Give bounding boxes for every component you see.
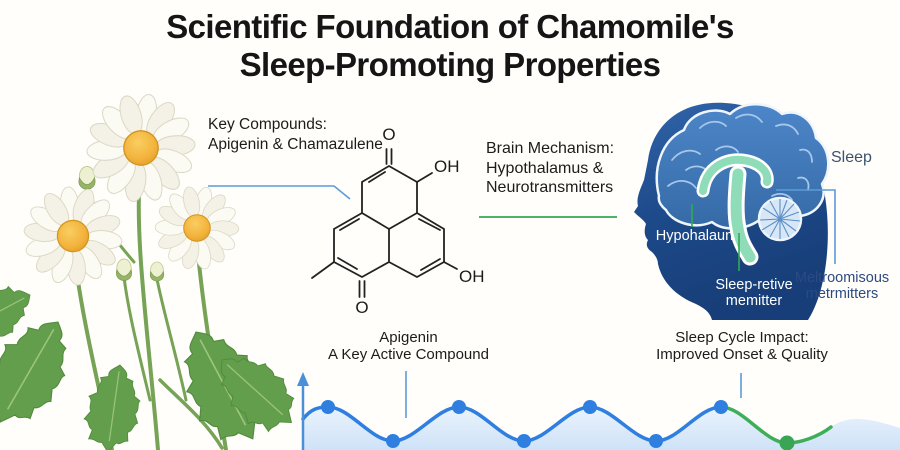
key-compounds-line1: Key Compounds: — [208, 116, 327, 133]
wave-dot — [714, 400, 728, 414]
wave-dot — [649, 434, 663, 448]
melatonin-connector-line — [776, 189, 836, 264]
melatonin-label-line2: metrmitters — [805, 286, 879, 302]
wave-dots-blue — [321, 400, 728, 448]
hypothalamus-label: Hypohalaun — [655, 228, 734, 244]
brain-mechanism-line2: Hypothalamus & — [486, 159, 604, 177]
brain-fold-lines — [667, 113, 813, 201]
connector-lines — [208, 185, 742, 418]
key-compounds-connector-line — [208, 185, 351, 200]
key-compounds-line2: Apigenin & Chamazulene — [208, 135, 383, 153]
melatonin-label-line1: Meltroomisous — [794, 270, 890, 286]
molecule-oh-bottom-label: OH — [459, 267, 485, 286]
page-title-line2: Sleep-Promoting Properties — [239, 46, 661, 83]
page-title: Scientific Foundation of Chamomile's Sle… — [0, 8, 900, 84]
brain-cerebellum — [757, 196, 803, 242]
sleep-label: Sleep — [831, 149, 872, 166]
wave-dot — [452, 400, 466, 414]
sleep-cycle-caption-line1: Sleep Cycle Impact: — [675, 329, 809, 346]
wave-dot — [517, 434, 531, 448]
wave-dot — [321, 400, 335, 414]
brain-stem — [727, 165, 759, 266]
brain-corpus-callosum — [696, 153, 774, 198]
chamomile-plant-illustration — [0, 85, 311, 450]
wave-dot — [583, 400, 597, 414]
molecule-o-top-label: O — [382, 125, 396, 144]
melatonin-label: Meltroomisous metrmitters — [787, 270, 897, 302]
molecule-structure — [311, 148, 458, 298]
wave-dot-green — [779, 435, 795, 450]
neurotransmitter-label: Sleep-retive memitter — [704, 277, 804, 309]
page-title-line1: Scientific Foundation of Chamomile's — [166, 8, 734, 45]
key-compounds-label: Key Compounds: Apigenin & Chamazulene — [208, 115, 383, 154]
daisy-flower — [17, 181, 129, 291]
sleep-cycle-caption-line2: Improved Onset & Quality — [656, 345, 828, 363]
sleep-cycle-caption: Sleep Cycle Impact: Improved Onset & Qua… — [637, 329, 847, 363]
sleep-wave-chart — [297, 372, 900, 450]
molecule-o-bottom-label: O — [355, 298, 369, 317]
wave-fill-area — [303, 407, 900, 450]
brain-mechanism-label: Brain Mechanism: Hypothalamus & Neurotra… — [486, 139, 614, 198]
apigenin-caption-line1: Apigenin — [379, 329, 438, 346]
apigenin-caption: Apigenin A Key Active Compound — [306, 329, 511, 363]
neurotransmitter-label-line2: memitter — [725, 293, 783, 309]
wave-dot — [386, 434, 400, 448]
head-illustration — [634, 102, 836, 320]
neurotransmitter-label-line1: Sleep-retive — [715, 277, 793, 293]
brain-mechanism-line3: Neurotransmitters — [486, 179, 614, 196]
y-axis-arrow — [297, 372, 309, 450]
apigenin-caption-line2: A Key Active Compound — [328, 345, 489, 363]
brain-mechanism-line1: Brain Mechanism: — [486, 140, 615, 157]
molecule-oh-top-label: OH — [434, 157, 460, 176]
